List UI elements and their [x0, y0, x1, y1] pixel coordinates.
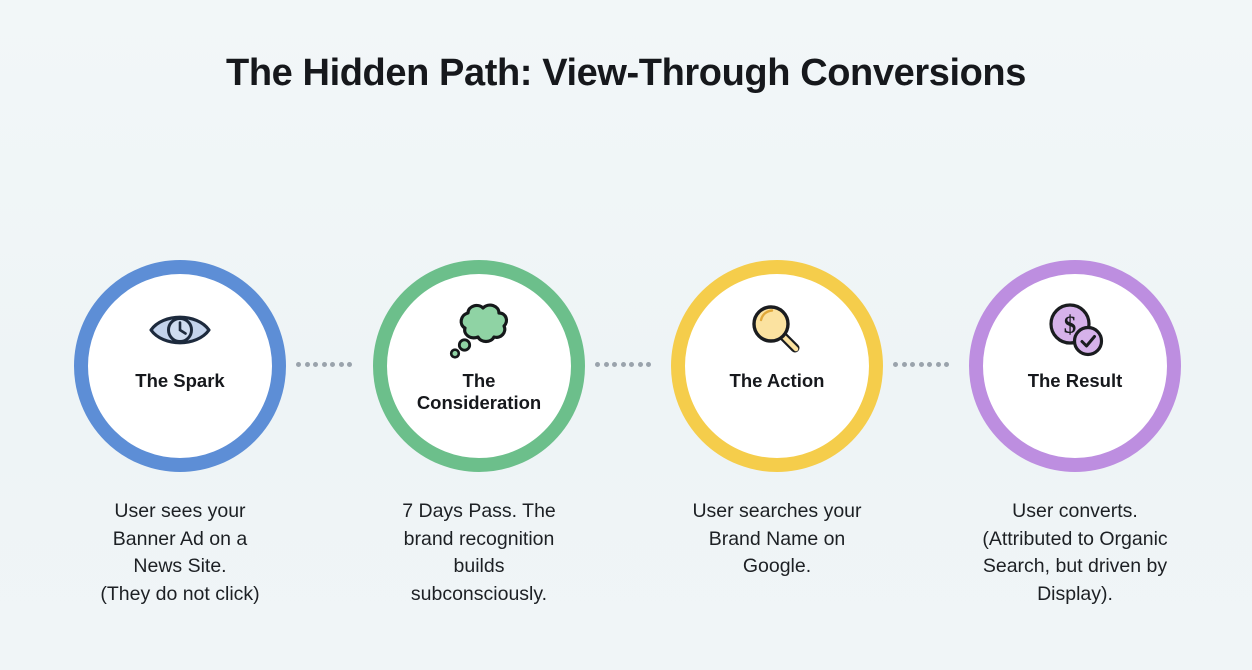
step-caption-4: User converts. (Attributed to Organic Se…	[940, 498, 1210, 609]
connector-2-3	[595, 361, 651, 368]
caption-line: User converts.	[1012, 500, 1138, 522]
step-label-2-line-2: Consideration	[416, 391, 542, 413]
step-circle-2[interactable]: The Consideration	[373, 260, 585, 472]
connector-dot	[313, 362, 318, 367]
connector-dot	[893, 362, 898, 367]
connector-dot	[330, 362, 335, 367]
caption-line: News Site.	[133, 555, 227, 578]
step-label-2: The Consideration	[395, 370, 563, 414]
connector-dot	[901, 362, 907, 367]
step-label-4: The Result	[1027, 370, 1123, 391]
caption-line: builds	[453, 555, 505, 578]
step-circle-3[interactable]: The Action	[671, 260, 883, 472]
caption-line: (Attributed to Organic	[982, 527, 1168, 550]
caption-line: Search, but driven by	[982, 555, 1168, 578]
step-caption-1: User sees your Banner Ad on a News Site.…	[45, 498, 315, 609]
connector-dot	[321, 362, 327, 367]
magnifying-glass-icon	[741, 300, 813, 360]
eye-icon	[144, 300, 216, 360]
caption-line: Display).	[1037, 583, 1113, 606]
dollar-coin-check-icon: $	[1039, 300, 1111, 360]
connector-dot	[629, 362, 634, 367]
connector-dot	[927, 362, 932, 367]
step-the-action[interactable]: The Action	[671, 260, 883, 472]
connector-dot	[347, 362, 352, 367]
connector-dot	[595, 362, 600, 367]
connector-dot	[603, 362, 609, 367]
connector-dot	[612, 362, 617, 367]
thought-cloud-icon	[443, 300, 515, 360]
caption-line: brand recognition	[403, 527, 555, 550]
connector-dot	[304, 362, 310, 367]
caption-line: Brand Name on	[708, 527, 846, 550]
connector-dot	[910, 362, 915, 367]
step-caption-3: User searches your Brand Name on Google.	[642, 498, 912, 581]
connector-dot	[637, 362, 643, 367]
connector-dot	[338, 362, 344, 367]
caption-line: (They do not click)	[100, 583, 260, 606]
step-label-2-line-1: The	[462, 370, 496, 391]
step-the-spark[interactable]: The Spark	[74, 260, 286, 472]
connector-dot	[918, 362, 924, 367]
connector-dot	[296, 362, 301, 367]
captions-row: User sees your Banner Ad on a News Site.…	[0, 498, 1252, 638]
step-circle-1[interactable]: The Spark	[74, 260, 286, 472]
page-title: The Hidden Path: View-Through Conversion…	[226, 52, 1026, 94]
caption-line: User searches your	[692, 500, 862, 522]
connector-3-4	[893, 361, 949, 368]
connector-1-2	[296, 361, 352, 368]
connector-dot	[935, 362, 941, 367]
svg-text:$: $	[1064, 312, 1077, 339]
step-label-1: The Spark	[135, 370, 225, 391]
steps-row: The Spark The Consideration	[0, 260, 1252, 472]
caption-line: 7 Days Pass. The	[402, 500, 556, 522]
connector-dot	[944, 362, 949, 367]
caption-line: Banner Ad on a	[112, 527, 248, 550]
step-circle-4[interactable]: $ The Result	[969, 260, 1181, 472]
caption-line: Google.	[742, 555, 812, 578]
connector-dot	[620, 362, 626, 367]
caption-line: subconsciously.	[410, 583, 548, 606]
step-the-consideration[interactable]: The Consideration	[373, 260, 585, 472]
connector-dot	[646, 362, 651, 367]
step-the-result[interactable]: $ The Result	[969, 260, 1181, 472]
caption-line: User sees your	[114, 500, 246, 522]
step-label-3: The Action	[729, 370, 825, 391]
step-caption-2: 7 Days Pass. The brand recognition build…	[344, 498, 614, 609]
